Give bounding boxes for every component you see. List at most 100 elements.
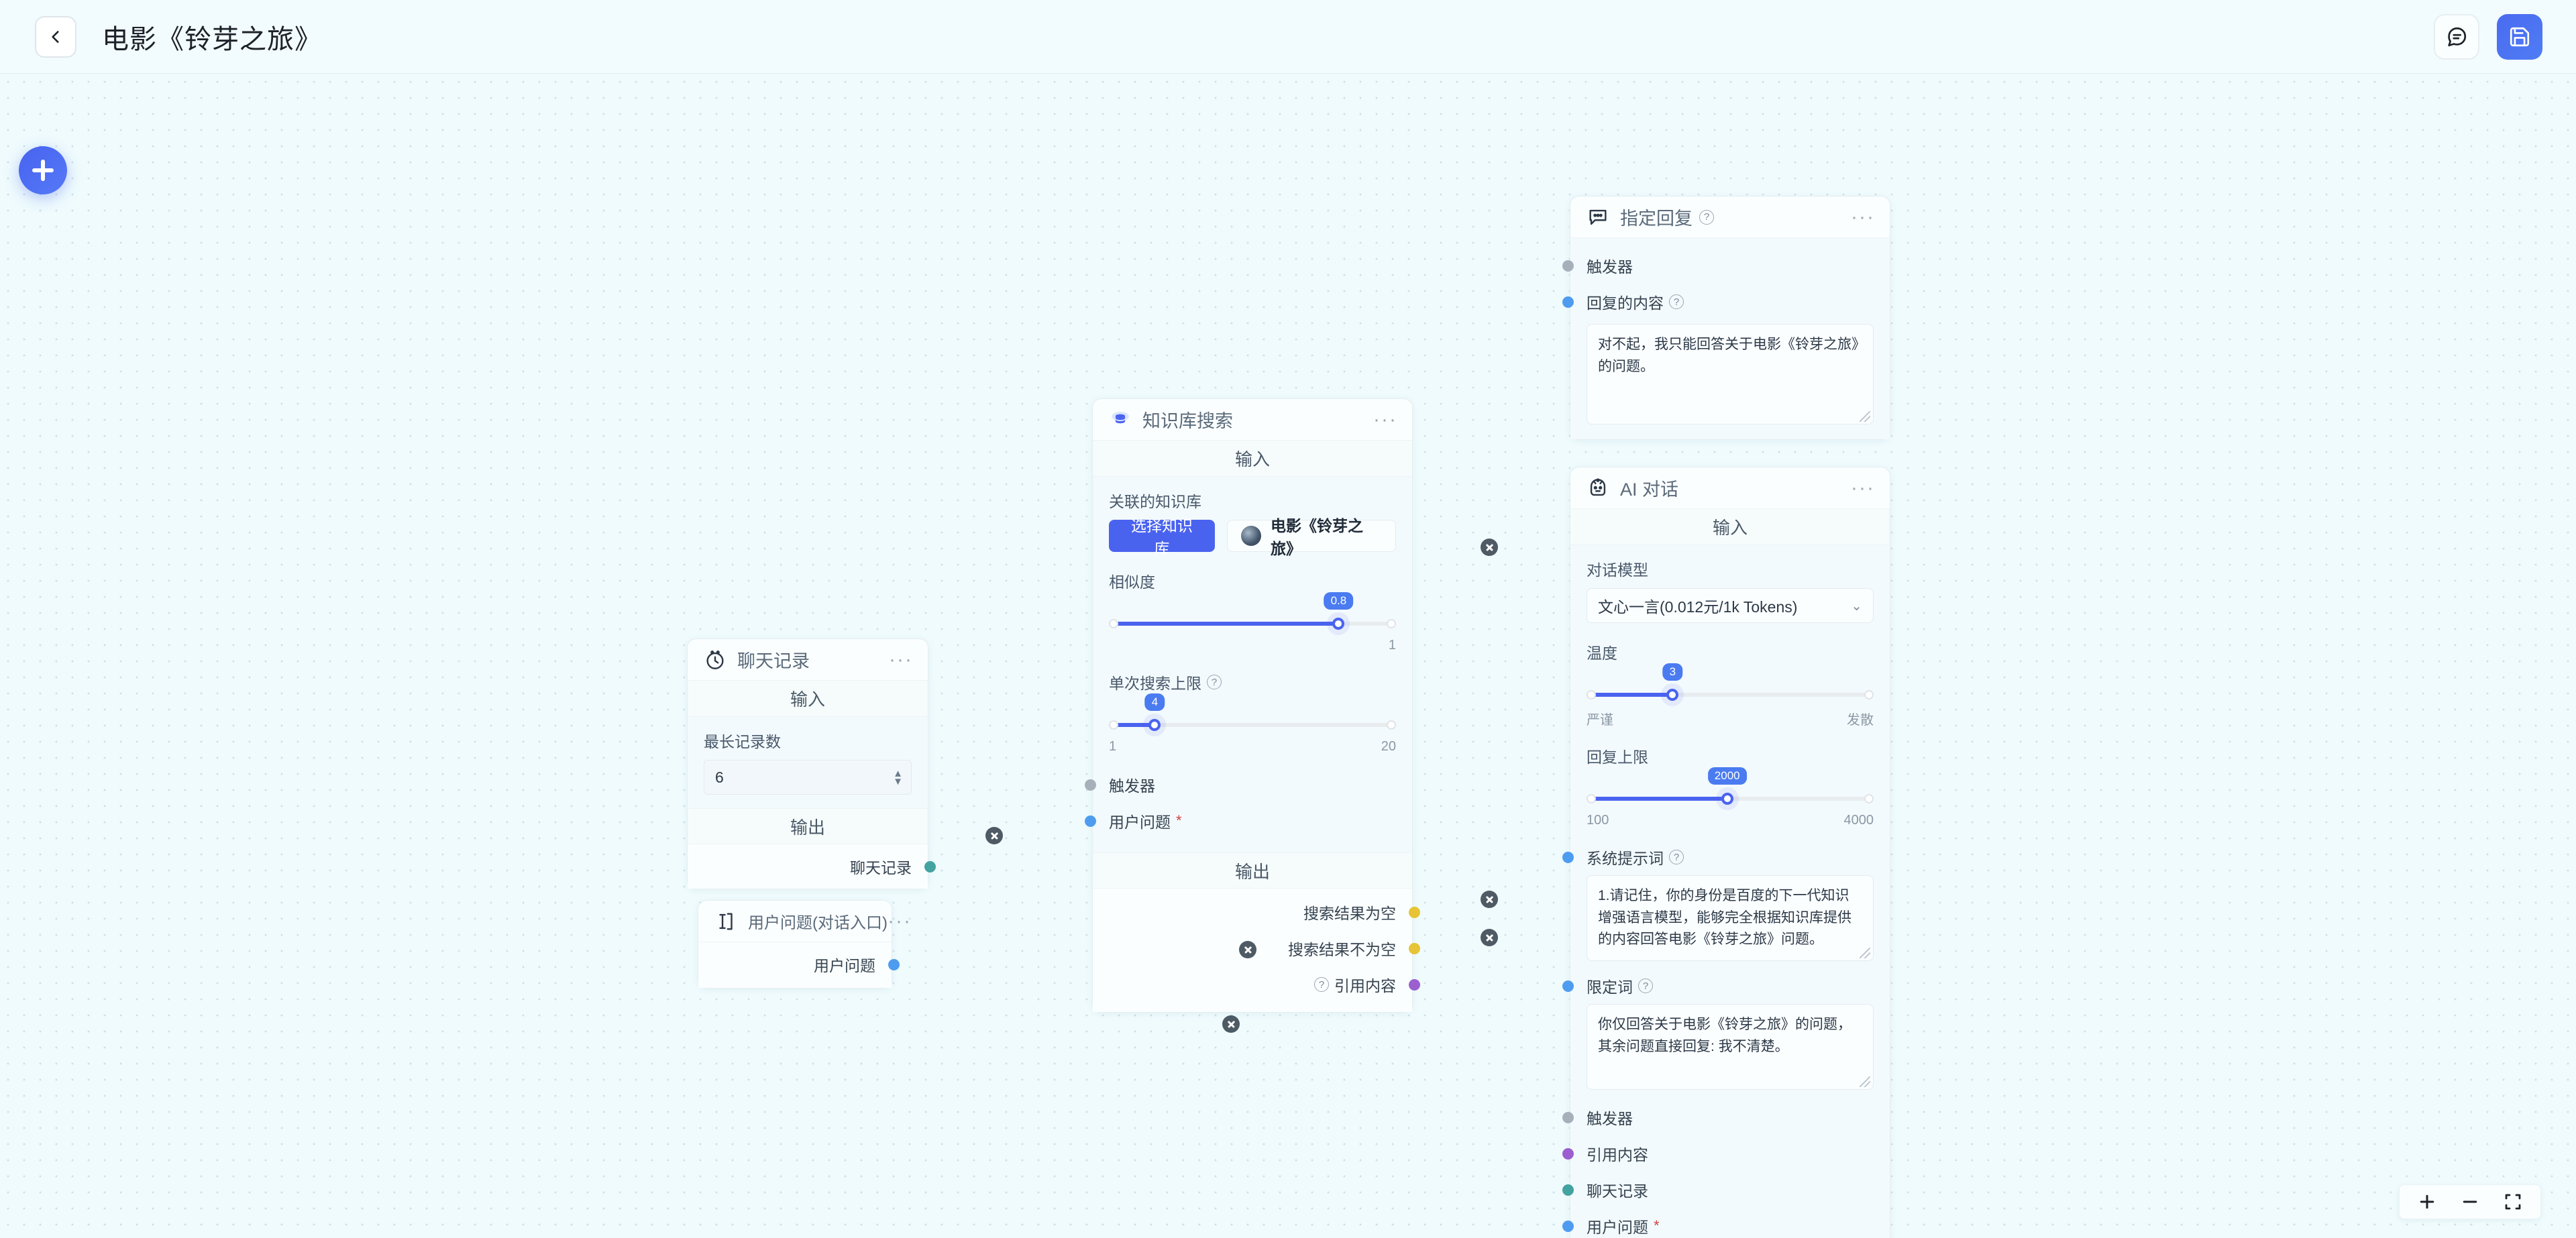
port-dot-blue[interactable] (1085, 815, 1096, 827)
zoom-controls (2399, 1184, 2541, 1219)
input-section-label: 输入 (1093, 441, 1412, 477)
node-menu-button[interactable]: ··· (889, 648, 913, 671)
slider-knob[interactable] (1332, 618, 1345, 630)
port-dot-gray[interactable] (1085, 779, 1096, 791)
add-node-button[interactable] (19, 146, 67, 194)
model-select[interactable]: 文心一言(0.012元/1k Tokens) ⌄ (1587, 588, 1874, 623)
port-dot-yellow[interactable] (1409, 906, 1420, 918)
port-label-text: 用户问题 (1587, 1219, 1648, 1236)
save-button[interactable] (2497, 13, 2542, 60)
node-menu-button[interactable]: ··· (1373, 408, 1397, 431)
edge-delete-button[interactable] (1481, 891, 1498, 908)
port-trigger-in[interactable]: 触发器 (1085, 767, 1396, 803)
port-dot-teal[interactable] (1562, 1184, 1574, 1196)
port-label: 搜索结果不为空 (1288, 941, 1396, 958)
max-tokens-slider[interactable]: 2000 (1587, 767, 1874, 810)
port-label: 限定词 ? (1587, 974, 1653, 997)
port-result-not-empty[interactable]: 搜索结果不为空 (1109, 930, 1420, 966)
edge-delete-button[interactable] (1481, 539, 1498, 556)
port-trigger-in[interactable]: 触发器 (1562, 247, 1874, 284)
chevron-down-icon[interactable]: ⌄ (1851, 598, 1862, 614)
node-specified-reply[interactable]: 指定回复 ? ··· 触发器 回复的内容 ? 对不起，我只能回答关于电影《铃芽之… (1562, 196, 1890, 440)
port-reply-content[interactable]: 回复的内容 ? (1562, 284, 1874, 320)
node-title: 知识库搜索 (1142, 411, 1233, 431)
port-user-question-out[interactable]: 用户问题 (714, 946, 900, 982)
node-ai-chat[interactable]: AI 对话 ··· 输入 对话模型 文心一言(0.012元/1k Tokens)… (1562, 467, 1890, 1238)
node-header[interactable]: 指定回复 ? ··· (1570, 196, 1890, 238)
port-system-prompt[interactable]: 系统提示词 ? (1562, 839, 1874, 875)
kb-chip[interactable]: 电影《铃芽之旅》 (1226, 517, 1396, 557)
port-dot-blue[interactable] (1562, 851, 1574, 863)
temperature-slider[interactable]: 3 (1587, 663, 1874, 706)
port-dot-blue[interactable] (1562, 1220, 1574, 1232)
port-dot-gray[interactable] (1562, 1111, 1574, 1123)
node-menu-button[interactable]: ··· (1851, 205, 1875, 228)
help-icon[interactable]: ? (1638, 978, 1653, 993)
port-label: 聊天记录 (850, 859, 912, 877)
port-dot-blue[interactable] (1562, 980, 1574, 992)
limit-words-textarea[interactable]: 你仅回答关于电影《铃芽之旅》的问题，其余问题直接回复: 我不清楚。 (1587, 1004, 1874, 1090)
node-header[interactable]: 知识库搜索 ··· (1093, 399, 1412, 441)
port-limit-words[interactable]: 限定词 ? (1562, 968, 1874, 1004)
max-records-value: 6 (715, 768, 724, 786)
node-user-question-entry[interactable]: 用户问题(对话入口) ··· 用户问题 (698, 900, 910, 989)
port-dot-blue[interactable] (1562, 296, 1574, 308)
port-dot-purple[interactable] (1409, 978, 1420, 991)
port-user-question-in[interactable]: 用户问题* (1085, 803, 1396, 839)
zoom-out-button[interactable] (2460, 1192, 2480, 1212)
workflow-canvas[interactable]: 聊天记录 ··· 输入 最长记录数 6 ▲ ▼ 输出 聊天记录 (0, 74, 2576, 1238)
help-icon[interactable]: ? (1669, 294, 1684, 309)
slider-track (1109, 723, 1396, 727)
port-dot-gray[interactable] (1562, 260, 1574, 272)
back-button[interactable] (35, 15, 76, 58)
node-outputs: 用户问题 (698, 942, 900, 988)
zoom-in-button[interactable] (2417, 1192, 2437, 1212)
node-menu-button[interactable]: ··· (1851, 476, 1875, 499)
edge-delete-button[interactable] (1239, 941, 1256, 958)
edge-delete-button[interactable] (1481, 929, 1498, 946)
resize-grip-icon[interactable] (1860, 1076, 1870, 1087)
port-chat-history-out[interactable]: 聊天记录 (704, 848, 936, 885)
port-dot-purple[interactable] (1562, 1147, 1574, 1160)
node-chat-history[interactable]: 聊天记录 ··· 输入 最长记录数 6 ▲ ▼ 输出 聊天记录 (687, 638, 936, 889)
node-kb-search[interactable]: 知识库搜索 ··· 输入 关联的知识库 选择知识库 电影《铃芽之旅》 相似度 0… (1085, 398, 1420, 1013)
port-quote-content-in[interactable]: 引用内容 (1562, 1135, 1874, 1172)
slider-knob[interactable] (1666, 689, 1679, 701)
help-icon[interactable]: ? (1699, 209, 1714, 225)
slider-end-right (1864, 794, 1874, 803)
port-chat-history-in[interactable]: 聊天记录 (1562, 1172, 1874, 1208)
comment-button[interactable] (2434, 13, 2479, 60)
port-result-empty[interactable]: 搜索结果为空 (1109, 894, 1420, 930)
select-kb-button[interactable]: 选择知识库 (1109, 517, 1215, 557)
stepper-arrows[interactable]: ▲ ▼ (893, 767, 903, 787)
stepper-up-icon[interactable]: ▲ (893, 767, 903, 779)
resize-grip-icon[interactable] (1860, 411, 1870, 422)
max-records-stepper[interactable]: 6 ▲ ▼ (704, 760, 912, 795)
help-icon[interactable]: ? (1314, 977, 1329, 992)
node-header[interactable]: 聊天记录 ··· (688, 639, 928, 681)
port-trigger-in[interactable]: 触发器 (1562, 1099, 1874, 1135)
slider-knob[interactable] (1148, 719, 1161, 731)
node-menu-button[interactable]: ··· (887, 909, 912, 932)
port-user-question-in[interactable]: 用户问题* (1562, 1208, 1874, 1238)
reply-content-textarea[interactable]: 对不起，我只能回答关于电影《铃芽之旅》的问题。 (1587, 324, 1874, 425)
edge-delete-button[interactable] (985, 827, 1003, 844)
help-icon[interactable]: ? (1207, 675, 1222, 689)
node-header[interactable]: 用户问题(对话入口) ··· (698, 901, 910, 942)
node-header[interactable]: AI 对话 ··· (1570, 467, 1890, 509)
fit-view-button[interactable] (2503, 1192, 2523, 1212)
topk-max: 20 (1381, 739, 1396, 754)
port-quote-content[interactable]: ? 引用内容 (1109, 966, 1420, 1003)
help-icon[interactable]: ? (1669, 850, 1684, 864)
topk-slider[interactable]: 4 (1109, 693, 1396, 736)
stepper-down-icon[interactable]: ▼ (893, 775, 903, 787)
system-prompt-textarea[interactable]: 1.请记住，你的身份是百度的下一代知识增强语言模型，能够完全根据知识库提供的内容… (1587, 875, 1874, 961)
port-dot-blue[interactable] (888, 958, 900, 970)
minus-icon (2463, 1200, 2477, 1203)
port-dot-teal[interactable] (924, 860, 936, 873)
similarity-slider[interactable]: 0.8 (1109, 592, 1396, 635)
slider-knob[interactable] (1721, 793, 1733, 805)
resize-grip-icon[interactable] (1860, 948, 1870, 958)
edge-delete-button[interactable] (1222, 1015, 1240, 1033)
port-dot-yellow[interactable] (1409, 942, 1420, 954)
